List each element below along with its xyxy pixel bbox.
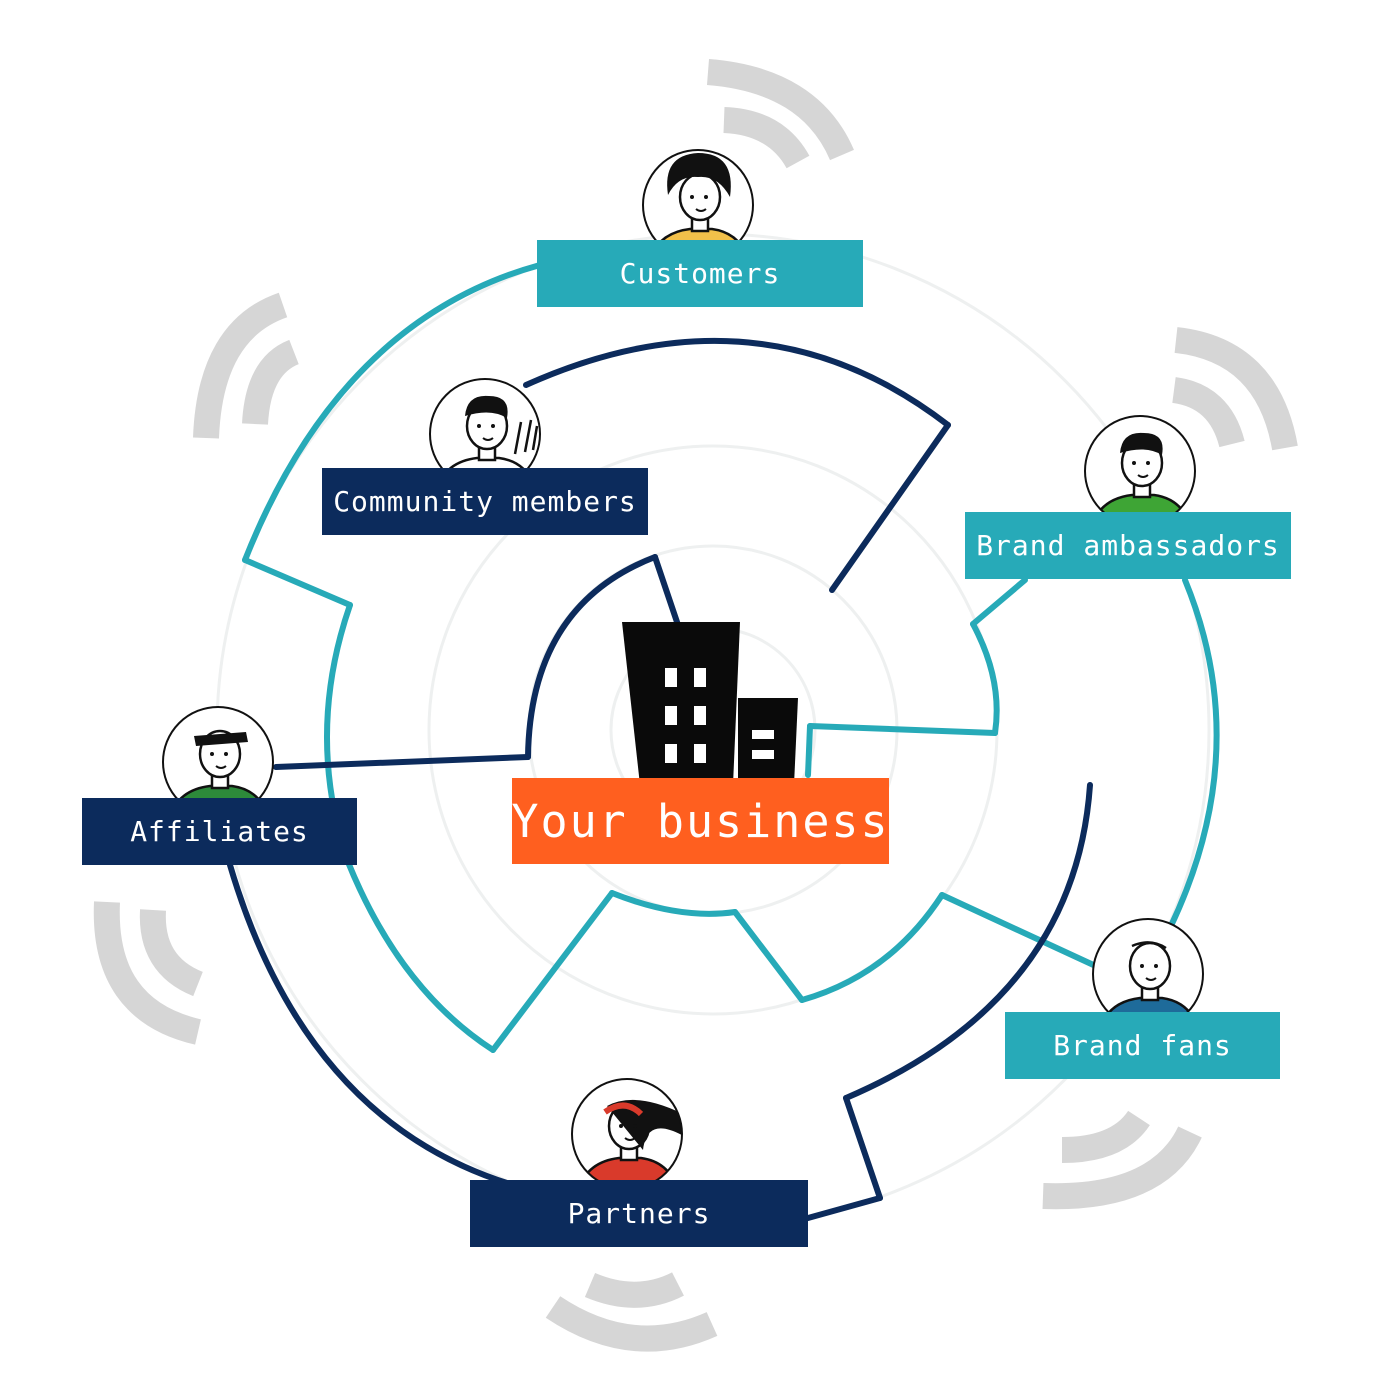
partners-label: Partners xyxy=(470,1180,808,1247)
navy-connection-path xyxy=(227,337,1093,1221)
signal-wave-icon xyxy=(1042,1110,1202,1210)
signal-wave-icon xyxy=(706,59,854,169)
community-members-label: Community members xyxy=(322,468,648,535)
signal-wave-icon xyxy=(193,292,300,439)
signal-wave-icon xyxy=(1171,327,1298,451)
signal-waves xyxy=(93,59,1298,1352)
hooded-person-icon xyxy=(571,1078,683,1190)
brand-ambassadors-label: Brand ambassadors xyxy=(965,512,1291,579)
brand-fans-label: Brand fans xyxy=(1005,1012,1280,1079)
teal-connection-path xyxy=(242,262,1220,1053)
signal-wave-icon xyxy=(93,901,204,1045)
center-business-label: Your business xyxy=(511,778,889,864)
affiliates-label: Affiliates xyxy=(82,798,357,865)
customers-label: Customers xyxy=(537,240,863,307)
buildings-icon xyxy=(622,622,798,785)
signal-wave-icon xyxy=(545,1272,718,1352)
